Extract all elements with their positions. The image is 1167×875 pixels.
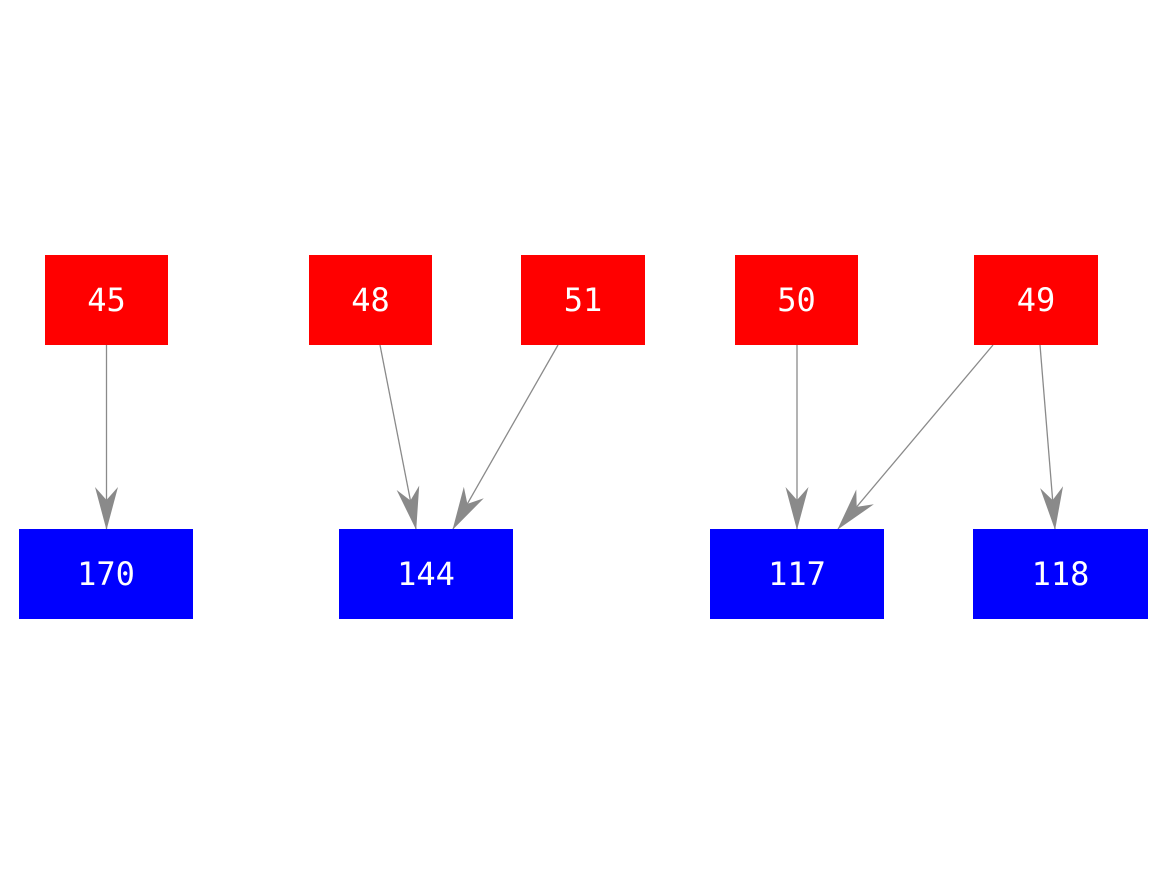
node-49: 49	[974, 255, 1098, 345]
edge-48-to-144	[379, 344, 420, 530]
node-label-49: 49	[1016, 281, 1056, 319]
node-label-45: 45	[87, 281, 126, 319]
node-118: 118	[973, 529, 1148, 619]
node-50: 50	[735, 255, 858, 345]
node-label-117: 117	[768, 555, 826, 593]
node-48: 48	[309, 255, 432, 345]
node-45: 45	[45, 255, 168, 345]
node-label-170: 170	[77, 555, 135, 593]
node-label-50: 50	[777, 281, 816, 319]
edge-51-to-144	[452, 344, 559, 530]
edge-49-to-117	[837, 344, 994, 530]
edge-49b-to-118	[1039, 344, 1064, 530]
node-label-118: 118	[1031, 555, 1090, 593]
node-144: 144	[339, 529, 513, 619]
node-170: 170	[19, 529, 193, 619]
node-label-48: 48	[351, 281, 390, 319]
node-117: 117	[710, 529, 884, 619]
node-51: 51	[521, 255, 645, 345]
node-label-51: 51	[563, 281, 603, 319]
node-label-144: 144	[397, 555, 455, 593]
